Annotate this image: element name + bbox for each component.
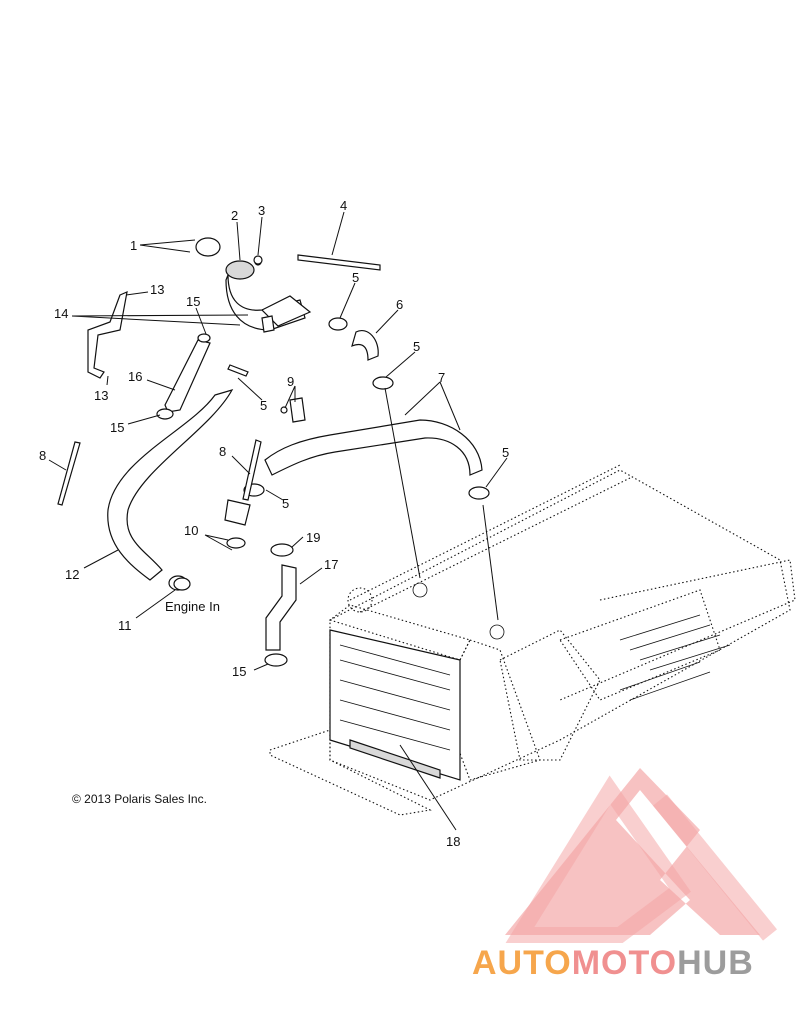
automotohub-logo: [505, 768, 777, 943]
callout-7: 7: [438, 370, 445, 385]
callout-17: 17: [324, 557, 338, 572]
callout-4: 4: [340, 198, 347, 213]
part-8-cable-tie: [57, 439, 262, 506]
callout-16: 16: [128, 369, 142, 384]
part-1-cap: [195, 237, 221, 257]
callout-6: 6: [396, 297, 403, 312]
callout-13b: 13: [94, 388, 108, 403]
engine-in-label: Engine In: [165, 599, 220, 614]
callout-2: 2: [231, 208, 238, 223]
part-15-clamp: [264, 653, 288, 667]
part-14-hose: [87, 291, 128, 379]
part-7-hose: [264, 419, 483, 476]
callout-5c: 5: [260, 398, 267, 413]
radiator: [328, 582, 505, 781]
chassis-frame: [269, 464, 796, 816]
callout-5a: 5: [352, 270, 359, 285]
watermark-text: AUTOMOTOHUB: [472, 944, 754, 982]
callout-13a: 13: [150, 282, 164, 297]
part-4-rod: [297, 254, 381, 271]
callout-15c: 15: [232, 664, 246, 679]
part-9-clip: [280, 397, 306, 423]
part-16-hose: [156, 333, 211, 420]
callout-11: 11: [118, 618, 132, 633]
part-19-clamp: [270, 543, 294, 557]
part-6-elbow-hose: [351, 330, 379, 361]
copyright-notice: © 2013 Polaris Sales Inc.: [72, 792, 207, 806]
callout-19: 19: [306, 530, 320, 545]
watermark-hub: HUB: [677, 944, 754, 982]
callout-9: 9: [287, 374, 294, 389]
callout-15a: 15: [186, 294, 200, 309]
callout-5b: 5: [413, 339, 420, 354]
part-10-fitting: [224, 499, 251, 549]
callout-3: 3: [258, 203, 265, 218]
callout-15b: 15: [110, 420, 124, 435]
callout-labels: 1 2 3 4 5 5 5 5 5 6 7 8 8 9 10 11 12 13 …: [39, 198, 509, 849]
part-17-hose: [265, 564, 297, 651]
watermark-auto: AUTO: [472, 944, 572, 982]
leader-lines: [48, 211, 508, 831]
callout-8b: 8: [219, 444, 226, 459]
callout-1: 1: [130, 238, 137, 253]
watermark-moto: MOTO: [572, 944, 677, 982]
callout-18: 18: [446, 834, 460, 849]
callout-12: 12: [65, 567, 79, 582]
part-2-coolant-reservoir: [225, 258, 312, 333]
callout-5e: 5: [502, 445, 509, 460]
part-5-clamp: [227, 317, 490, 500]
callout-14: 14: [54, 306, 68, 321]
part-3-screw: [253, 255, 263, 265]
callout-10: 10: [184, 523, 198, 538]
callout-8a: 8: [39, 448, 46, 463]
part-11-clamp: [173, 577, 191, 591]
callout-5d: 5: [282, 496, 289, 511]
part-12-hose: [107, 389, 234, 591]
